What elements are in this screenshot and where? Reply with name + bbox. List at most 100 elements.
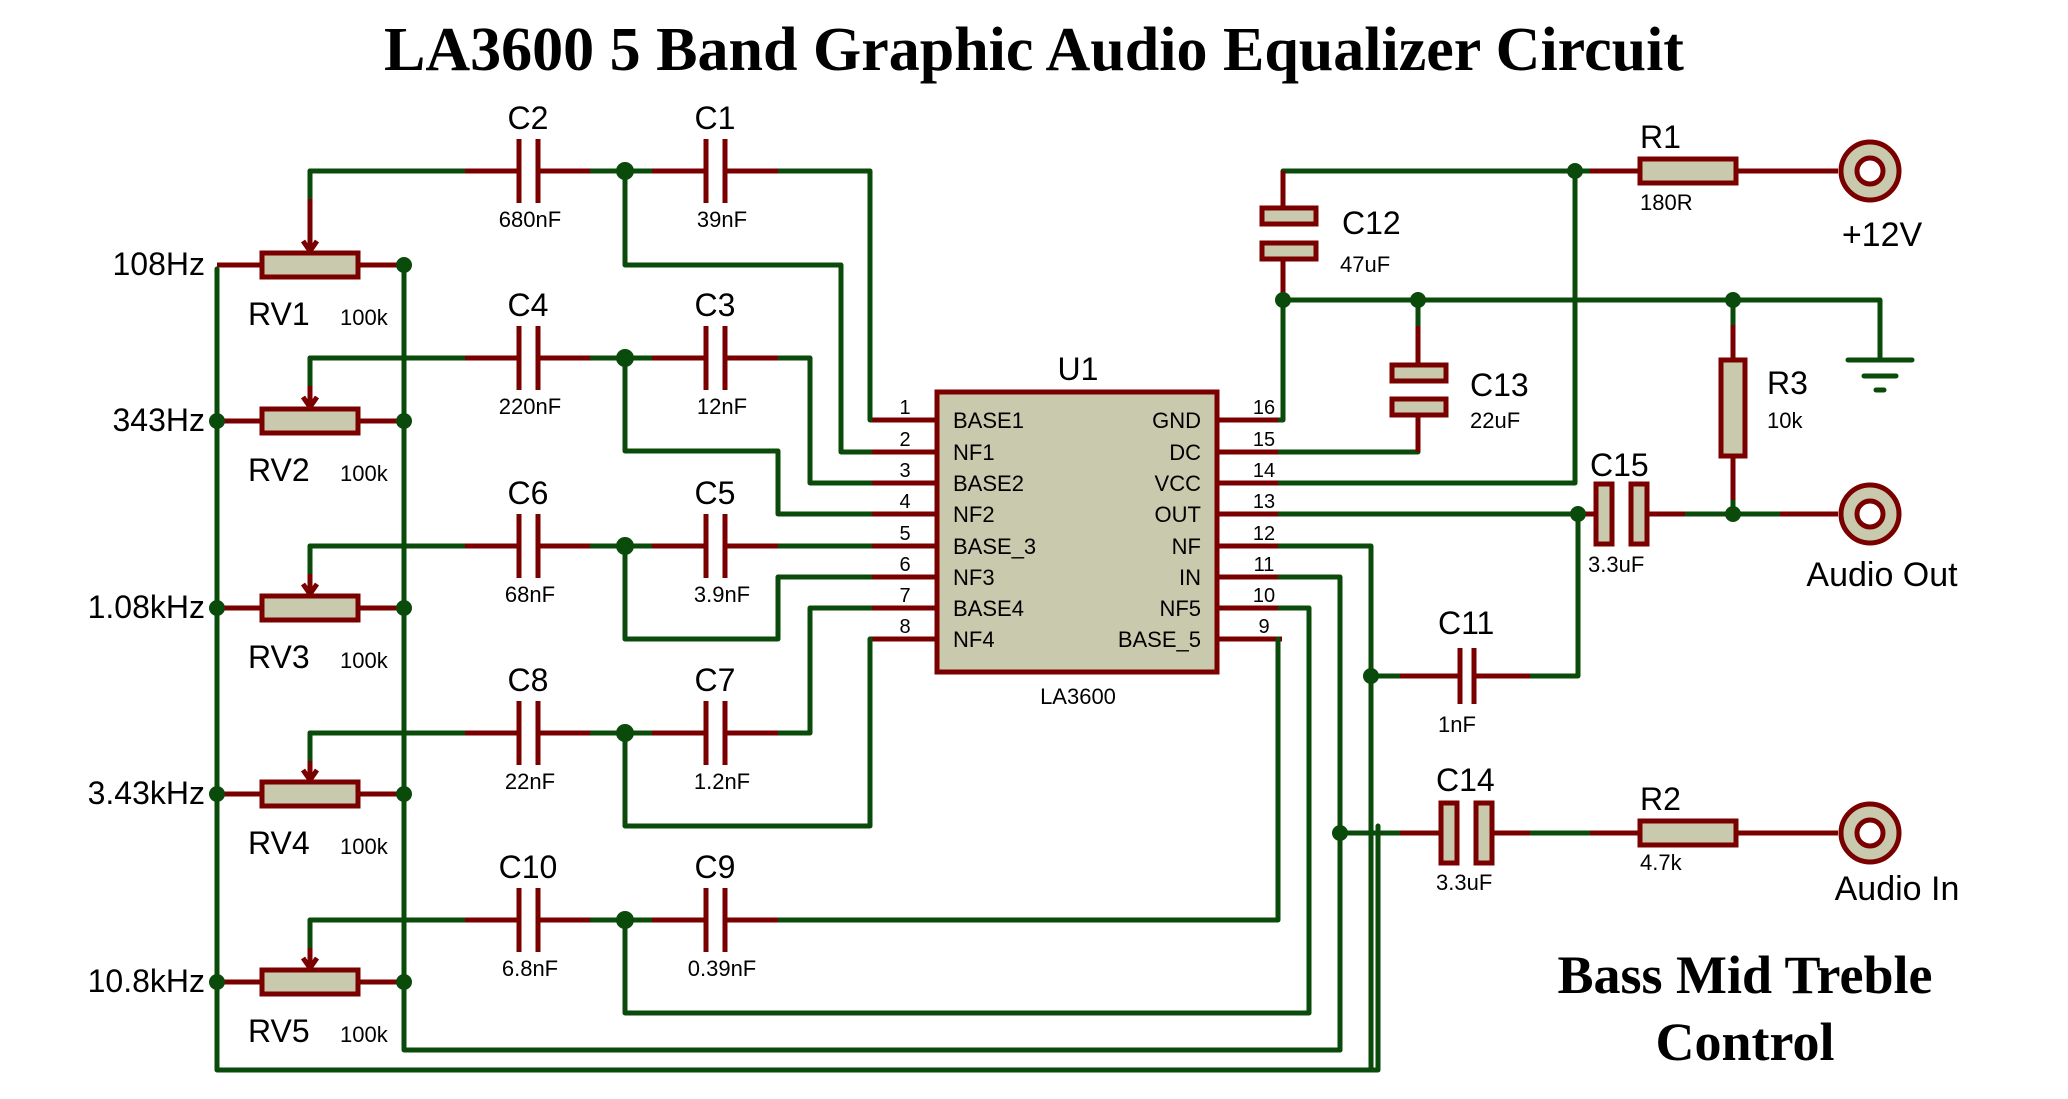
- capacitor-c3[interactable]: C3 12nF: [652, 287, 780, 419]
- wire-pin10: [622, 605, 1312, 1016]
- pot-body: [259, 406, 361, 436]
- cap-value: 12nF: [697, 394, 747, 419]
- resistor-r3[interactable]: R3 10k: [1718, 325, 1808, 500]
- cap-value: 39nF: [697, 207, 747, 232]
- c14-plate-positive: [1438, 800, 1460, 866]
- c13-ref: C13: [1470, 367, 1529, 403]
- right-junctions: [1275, 163, 1741, 841]
- capacitor-c7[interactable]: C71.2nF: [652, 662, 780, 794]
- r2-ref: R2: [1640, 781, 1681, 817]
- wiper-arrow-icon: [300, 582, 320, 599]
- pin-number: 3: [899, 460, 910, 482]
- pin-name: BASE_3: [953, 534, 1036, 559]
- pin-name: NF5: [1159, 596, 1201, 621]
- wiper-arrow-icon: [300, 239, 320, 256]
- r3-value: 10k: [1767, 408, 1803, 433]
- capacitor-c15[interactable]: C15 3.3uF: [1578, 447, 1685, 577]
- capacitor-c1[interactable]: C1 39nF: [652, 100, 780, 232]
- c15-ref: C15: [1590, 447, 1649, 483]
- terminal-power[interactable]: +12V: [1780, 139, 1922, 254]
- capacitor-c9[interactable]: C90.39nF: [652, 849, 780, 981]
- pot-ref: RV4: [248, 825, 310, 861]
- pot-body: [259, 779, 361, 809]
- c12-plate-negative: [1259, 240, 1319, 262]
- ic-right-routing: [1277, 168, 1883, 1073]
- cap-ref: C5: [695, 475, 736, 511]
- wire-pin16: [1277, 297, 1286, 423]
- wire-pin6: [622, 543, 873, 642]
- r1-body: [1637, 156, 1739, 186]
- wire-pin14: [1277, 168, 1578, 486]
- junction-dot: [1410, 292, 1426, 308]
- pin-number: 13: [1253, 491, 1275, 513]
- subtitle-line-1: Bass Mid Treble: [1557, 945, 1932, 1005]
- cap-value: 22nF: [505, 769, 555, 794]
- junction-dot: [1570, 506, 1586, 522]
- capacitor-c13[interactable]: C13 22uF: [1389, 326, 1529, 452]
- pin-name: OUT: [1155, 502, 1201, 527]
- cap-ref: C1: [695, 100, 736, 136]
- resistor-r1[interactable]: R1 180R: [1590, 119, 1780, 215]
- pot-ref: RV5: [248, 1013, 310, 1049]
- pot-ref: RV3: [248, 639, 310, 675]
- terminal-audio-in[interactable]: Audio In: [1780, 801, 1959, 908]
- ground-icon: [1845, 357, 1915, 393]
- cap-value: 3.9nF: [694, 582, 750, 607]
- pin-number: 10: [1253, 585, 1275, 607]
- pin-name: NF1: [953, 440, 995, 465]
- junction-dot: [1332, 825, 1348, 841]
- junction-dot: [1725, 292, 1741, 308]
- pin-name: NF3: [953, 565, 995, 590]
- capacitor-c14[interactable]: C14 3.3uF: [1400, 762, 1530, 895]
- pot-ref: RV1: [248, 296, 310, 332]
- r1-value: 180R: [1640, 190, 1693, 215]
- pot-value: 100k: [340, 1022, 389, 1047]
- pot-value: 100k: [340, 305, 389, 330]
- junction-dot: [1275, 292, 1291, 308]
- ic-part-label: LA3600: [1040, 684, 1116, 709]
- c15-value: 3.3uF: [1588, 552, 1644, 577]
- terminal-audio-out[interactable]: Audio Out: [1780, 482, 1958, 594]
- capacitor-c5[interactable]: C5 3.9nF: [652, 475, 780, 607]
- band-frequency-label: 3.43kHz: [88, 775, 205, 811]
- capacitor-c11[interactable]: C11 1nF: [1400, 605, 1530, 737]
- potentiometer-rv1[interactable]: RV1 100k: [217, 168, 404, 332]
- band-frequency-label: 1.08kHz: [88, 589, 205, 625]
- capacitor-c12[interactable]: C12 47uF: [1259, 171, 1401, 300]
- potentiometer-rv5[interactable]: RV5 100k: [217, 917, 404, 1049]
- pin-name: BASE_5: [1118, 627, 1201, 652]
- pin-name: NF: [1172, 534, 1201, 559]
- c13-plate-negative: [1389, 362, 1449, 384]
- pin-number: 12: [1253, 523, 1275, 545]
- junction-dot: [1725, 506, 1741, 522]
- cap-ref: C3: [695, 287, 736, 323]
- resistor-r2[interactable]: R2 4.7k: [1590, 781, 1780, 875]
